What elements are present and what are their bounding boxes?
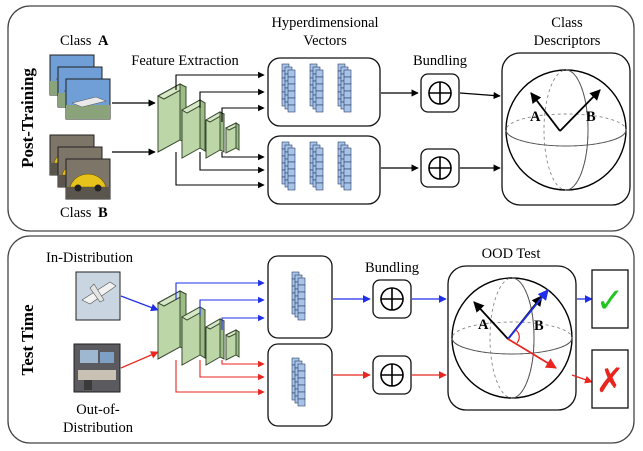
bundling-label-test: Bundling (365, 260, 419, 276)
test-time-panel: Test Time In-Distribution Out-of- Distri… (7, 235, 635, 444)
post-training-panel: Post-Training Class A Class B Feature Ex… (7, 5, 635, 232)
out-of-distribution-image (73, 343, 121, 393)
bundling-oplus-icon (372, 355, 412, 395)
reject-result-box: ✗ (591, 349, 629, 409)
ood-label-line1: Out-of- (76, 402, 120, 418)
class-a-prefix: Class (60, 33, 92, 49)
sphere-label-b-test: B (534, 318, 544, 334)
ood-test-title: OOD Test (482, 246, 541, 262)
hd-vectors-title-line2: Vectors (303, 33, 347, 49)
post-training-label: Post-Training (18, 68, 37, 168)
ood-label-line2: Distribution (63, 420, 134, 436)
in-distribution-vectors-box (267, 255, 333, 339)
check-mark-icon: ✓ (596, 281, 625, 321)
feature-extraction-label: Feature Extraction (131, 53, 239, 69)
class-descriptor-sphere: A B (501, 52, 631, 206)
accept-result-box: ✓ (591, 269, 629, 329)
svg-text:Class A: Class A (60, 33, 109, 49)
hd-vectors-title-line1: Hyperdimensional (271, 15, 378, 31)
class-b-vectors-box (267, 135, 381, 205)
test-time-label: Test Time (18, 304, 37, 375)
sphere-label-a: A (530, 109, 541, 125)
class-a-vectors-box (267, 57, 381, 127)
bundling-oplus-icon (420, 73, 460, 113)
class-a-letter: A (98, 33, 109, 49)
svg-text:Class B: Class B (60, 205, 108, 221)
bundling-oplus-icon (372, 279, 412, 319)
bundling-oplus-icon (420, 148, 460, 188)
class-descriptors-title-line1: Class (551, 15, 583, 31)
bundling-label-top: Bundling (413, 53, 467, 69)
in-distribution-label: In-Distribution (46, 250, 134, 266)
cross-mark-icon: ✗ (596, 361, 625, 401)
class-descriptors-title-line2: Descriptors (534, 33, 601, 49)
class-b-prefix: Class (60, 205, 92, 221)
in-distribution-image (75, 271, 121, 321)
ood-vectors-box (267, 343, 333, 427)
class-b-letter: B (98, 205, 108, 221)
sphere-label-b: B (586, 109, 596, 125)
ood-test-sphere: A B (447, 265, 577, 411)
sphere-label-a-test: A (478, 317, 489, 333)
